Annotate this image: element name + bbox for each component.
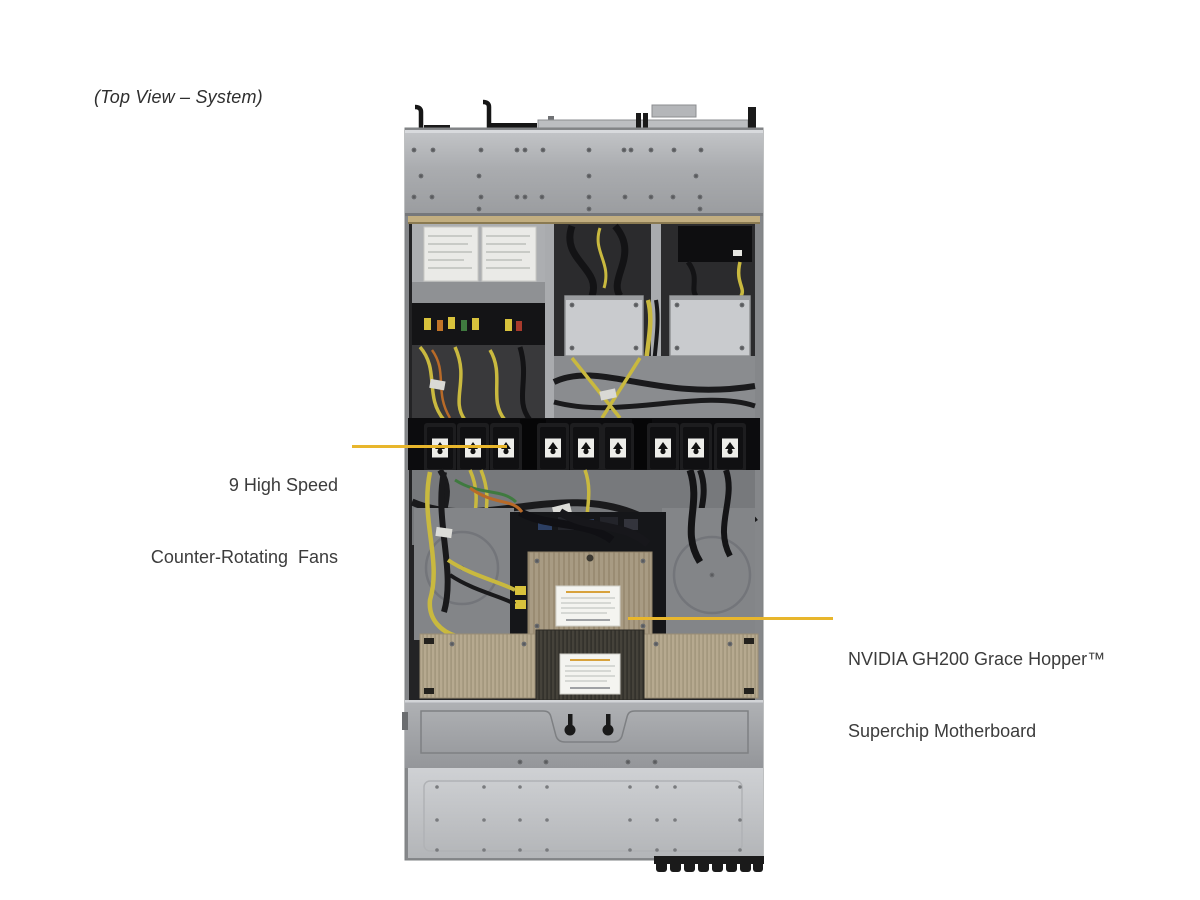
fans-callout-pointer-line (352, 445, 507, 448)
psu-label-bay (412, 224, 548, 304)
cpu-heatsink (527, 551, 653, 635)
fan-module (570, 423, 602, 473)
fan-module (647, 423, 679, 473)
fans-callout-line1: 9 High Speed (228, 475, 338, 495)
chassis-body (402, 127, 764, 872)
lower-panel (408, 768, 763, 858)
fan-module (602, 423, 634, 473)
silver-box-2 (669, 295, 751, 357)
fan-module (424, 423, 456, 473)
motherboard-callout-pointer-line (628, 617, 833, 620)
motherboard-callout-label: NVIDIA GH200 Grace Hopper™ Superchip Mot… (848, 599, 1105, 791)
fan-module (680, 423, 712, 473)
fan-row (408, 418, 760, 473)
motherboard-callout-line1: NVIDIA GH200 Grace Hopper™ (848, 649, 1106, 669)
silver-box-1 (564, 295, 644, 357)
motherboard-zone (414, 468, 755, 642)
left-connector-band (412, 303, 550, 420)
top-cover-plate (405, 130, 763, 216)
heatsink-band (419, 629, 759, 701)
fan-module (457, 423, 489, 473)
mid-cable-band (418, 345, 756, 422)
gold-bar (408, 216, 760, 224)
fan-module (537, 423, 569, 473)
fan-module (490, 423, 522, 473)
fan-module (714, 423, 746, 473)
heatsink-label (555, 585, 621, 627)
bottom-panel (402, 700, 763, 768)
fans-callout-label: 9 High Speed Counter-Rotating Fans (151, 425, 338, 617)
rear-connector-comb (654, 856, 764, 872)
fans-callout-line2: Counter-Rotating Fans (150, 547, 338, 567)
chassis-top-tabs (414, 99, 756, 131)
view-caption: (Top View – System) (94, 87, 263, 107)
motherboard-callout-line2: Superchip Motherboard (848, 721, 1037, 741)
keyhole-slots (564, 714, 614, 736)
band-label (559, 653, 621, 695)
psu-block (678, 226, 752, 262)
